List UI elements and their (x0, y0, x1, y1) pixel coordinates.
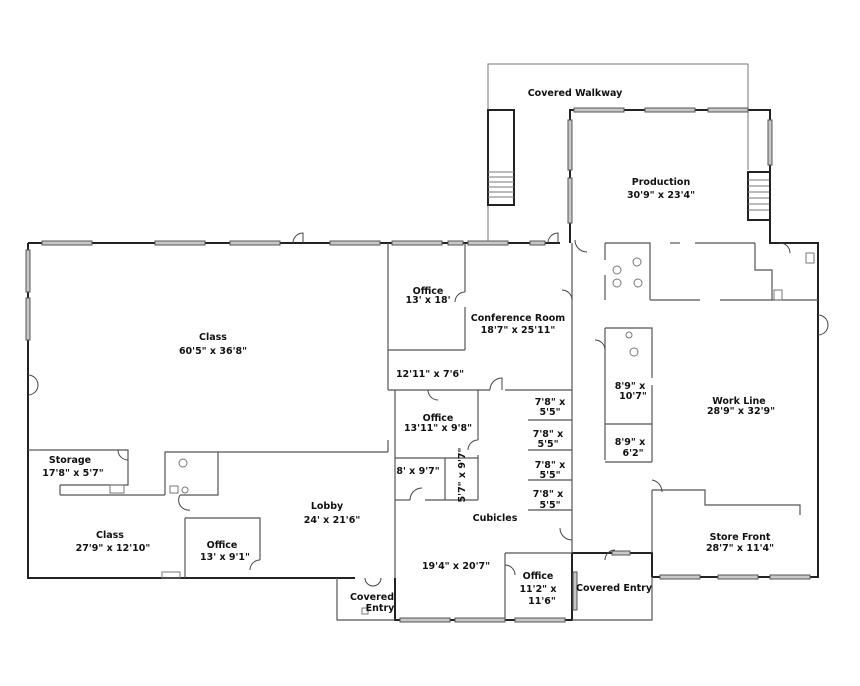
class-size: 60'5" x 36'8" (179, 346, 247, 357)
work-line-label: Work Line (712, 396, 766, 407)
office-size: 13' x 18' (406, 295, 451, 306)
room-size: 6'2" (622, 448, 643, 459)
conference-room-size: 18'7" x 25'11" (481, 325, 556, 336)
stairs-left (487, 109, 515, 206)
windows (25, 107, 811, 623)
store-front-size: 28'7" x 11'4" (706, 543, 774, 554)
production-size: 30'9" x 23'4" (627, 190, 695, 201)
store-front-label: Store Front (710, 532, 771, 543)
covered-entry-label: Covered Entry (576, 583, 653, 594)
cubicles-size: 19'4" x 20'7" (422, 561, 490, 572)
storage-size: 17'8" x 5'7" (42, 468, 104, 479)
cubicle-size: 7'8" x (533, 429, 564, 440)
cubicle-size: 5'5" (539, 407, 560, 418)
lobby-label: Lobby (311, 501, 344, 512)
cubicle-size: 5'5" (537, 439, 558, 450)
cubicle-size: 7'8" x (535, 397, 566, 408)
office-size: 11'6" (528, 596, 556, 607)
office-size: 13'11" x 9'8" (404, 423, 472, 434)
class-size: 27'9" x 12'10" (76, 543, 151, 554)
office-size: 11'2" x (519, 584, 556, 595)
production-label: Production (632, 177, 691, 188)
cubicles-label: Cubicles (473, 513, 518, 524)
hall-size: 12'11" x 7'6" (396, 369, 464, 380)
lobby-size: 24' x 21'6" (304, 515, 361, 526)
office-label: Office (207, 540, 238, 551)
cubicle-size: 5'5" (539, 470, 560, 481)
office-label: Office (523, 571, 554, 582)
covered-walkway-label: Covered Walkway (528, 88, 623, 99)
room-size: 8'9" x (615, 381, 646, 392)
covered-entry-label: Entry (366, 603, 395, 614)
doors (27, 232, 829, 615)
conference-room-label: Conference Room (471, 313, 565, 324)
cubicle-size: 7'8" x (535, 460, 566, 471)
class-label: Class (199, 332, 227, 343)
room-size: 8'9" x (615, 437, 646, 448)
cubicle-size: 7'8" x (533, 489, 564, 500)
room-labels: Covered Walkway Production 30'9" x 23'4"… (42, 88, 775, 614)
room-size: 5'7" x 9'7" (457, 448, 468, 503)
cubicle-size: 5'5" (539, 500, 560, 511)
office-label: Office (413, 286, 444, 297)
stairs-right (747, 171, 771, 221)
plumbing-fixtures (109, 252, 815, 494)
work-line-size: 28'9" x 32'9" (707, 406, 775, 417)
class-label: Class (96, 530, 124, 541)
interior-walls (28, 242, 818, 620)
office-size: 13' x 9'1" (200, 552, 250, 563)
room-size: 8' x 9'7" (396, 466, 439, 477)
room-size: 10'7" (619, 391, 647, 402)
storage-label: Storage (49, 455, 91, 466)
office-label: Office (423, 413, 454, 424)
covered-entry-label: Covered (350, 592, 394, 603)
